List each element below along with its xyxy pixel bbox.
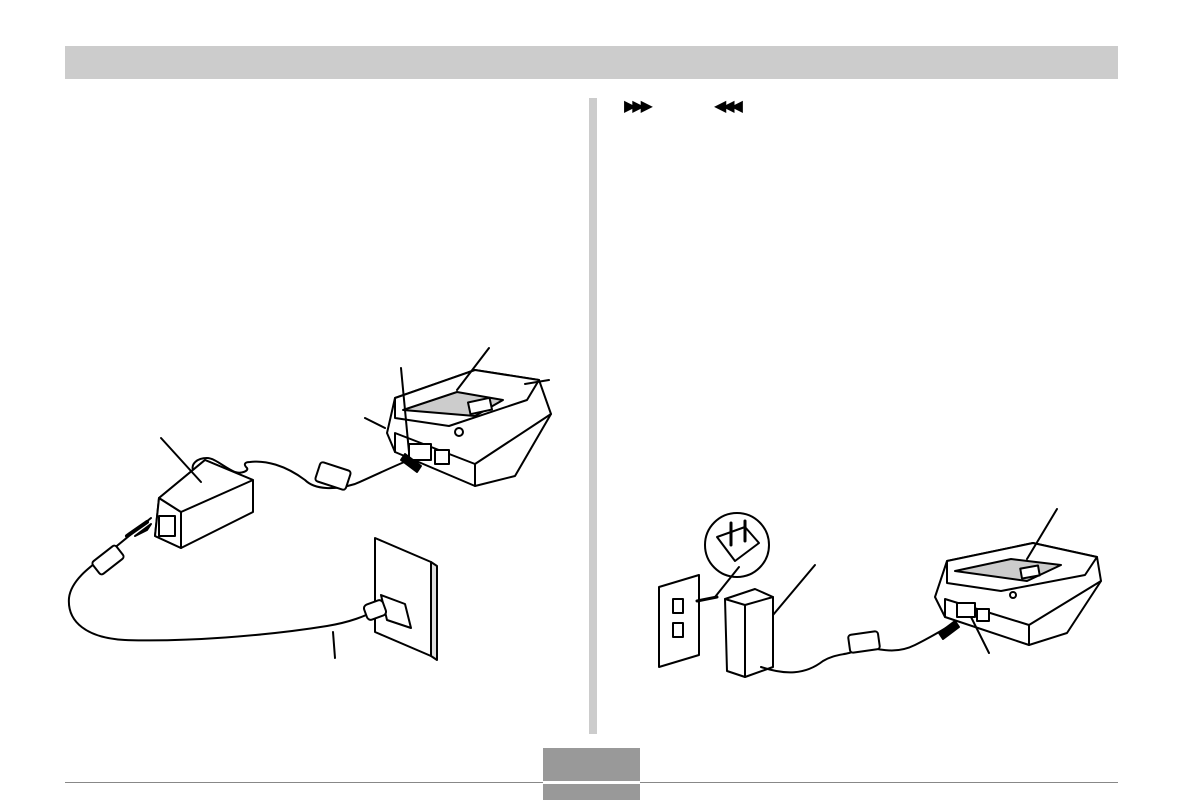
- adaptor-callout-line: [772, 564, 816, 616]
- plug-in-ac-adaptor: [724, 588, 774, 678]
- power-cord: [67, 517, 378, 642]
- header-bar: [65, 46, 1118, 79]
- plug-inset: [704, 512, 770, 598]
- triple-right-arrow-icon: ▶▶▶: [624, 98, 653, 115]
- adaptor-callout-line: [160, 437, 202, 483]
- cradle-callout-line: [1026, 508, 1058, 560]
- power-cord-callout-line: [332, 631, 336, 659]
- ac-adaptor: [154, 459, 254, 549]
- wall-outlet: [374, 537, 438, 661]
- usb-cradle: [934, 542, 1102, 646]
- dc-cable: [191, 457, 410, 490]
- plug-in-adaptor-connection-figure: [655, 505, 1115, 690]
- dc-jack-callout-line: [400, 367, 410, 453]
- page-number-tab: [543, 748, 640, 800]
- dc-jack-callout-line: [970, 616, 990, 654]
- usb-cradle: [364, 369, 552, 487]
- wall-outlet: [658, 574, 700, 668]
- column-divider: [589, 98, 597, 734]
- ac-adaptor-connection-figure: [65, 340, 585, 680]
- page-tab-separator: [543, 781, 640, 784]
- cradle-callout-line: [456, 347, 490, 391]
- dc-cable: [760, 624, 952, 674]
- triple-left-arrow-icon: ◀◀◀: [714, 98, 743, 115]
